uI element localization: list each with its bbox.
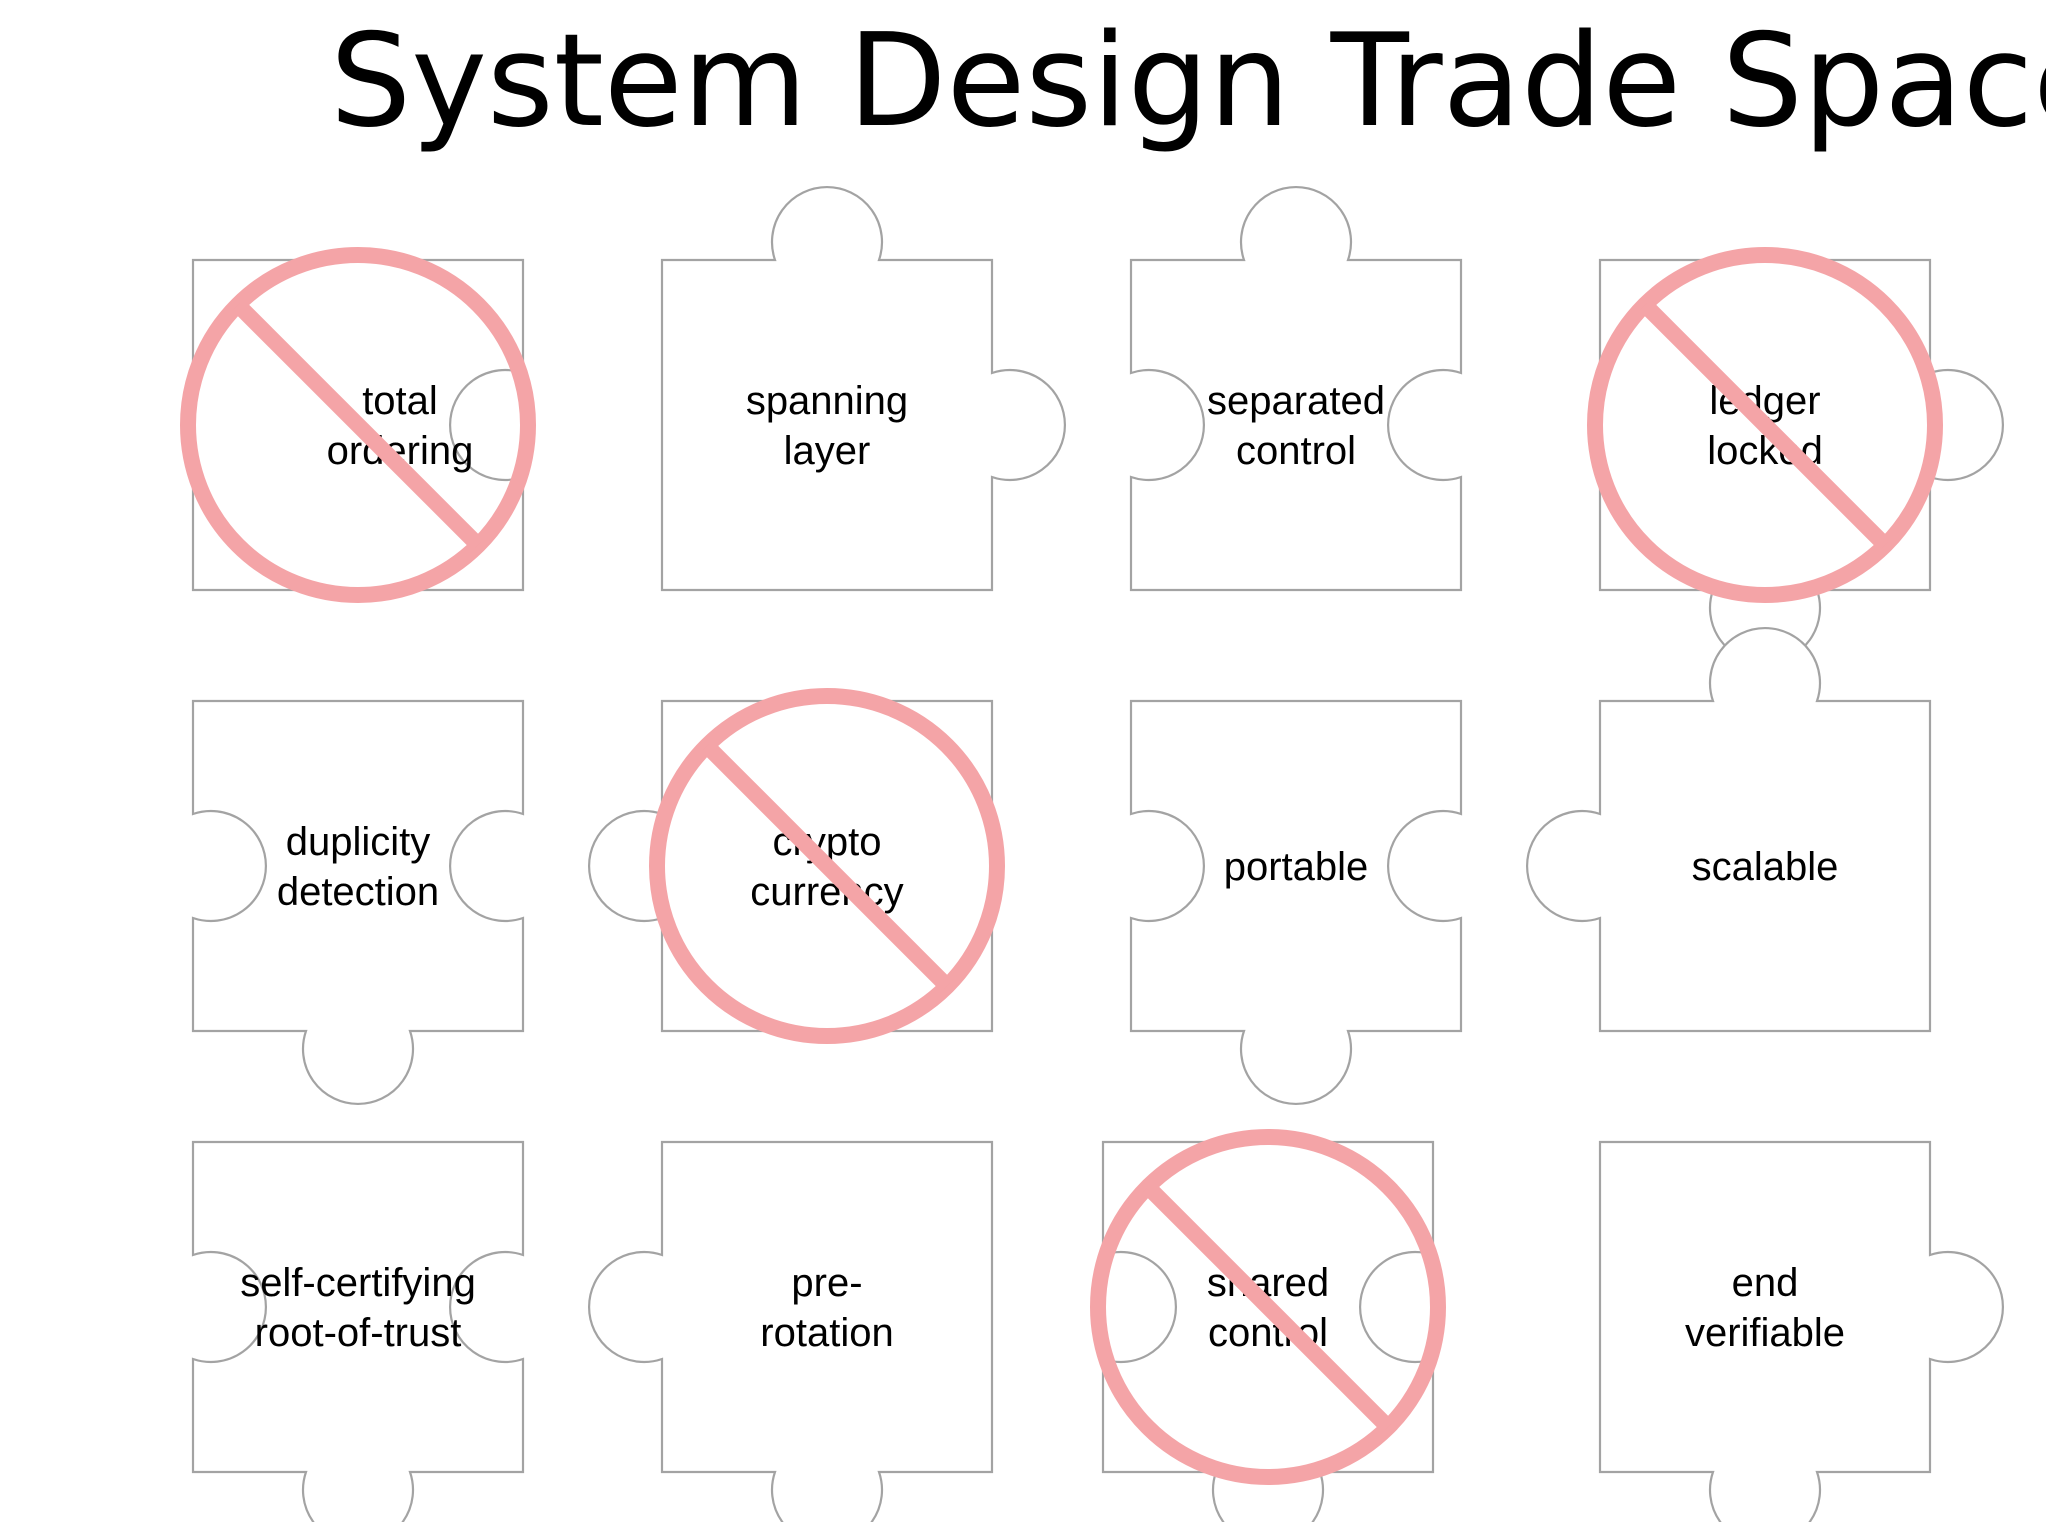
prohibited-marks	[180, 247, 1943, 1485]
prohibited-ring	[1587, 247, 1943, 603]
piece-label-line: rotation	[760, 1311, 893, 1355]
piece-label-self-certifying-root-of-trust: self-certifying root-of-trust	[240, 1261, 476, 1355]
piece-label-line: root-of-trust	[255, 1311, 462, 1355]
piece-label-line: control	[1236, 429, 1356, 473]
puzzle-piece-shared-control	[1101, 1140, 1435, 1522]
prohibited-icon	[649, 688, 1005, 1044]
prohibited-ring	[649, 688, 1005, 1044]
piece-label-pre-rotation: pre-rotation	[760, 1261, 893, 1355]
prohibited-slash	[701, 740, 953, 992]
prohibited-slash	[1142, 1181, 1394, 1433]
piece-label-line: layer	[784, 429, 871, 473]
piece-label-line: verifiable	[1685, 1311, 1845, 1355]
piece-label-end-verifiable: end verifiable	[1685, 1261, 1845, 1355]
piece-label-line: self-certifying	[240, 1261, 476, 1305]
prohibited-slash	[232, 299, 484, 551]
prohibited-icon	[1587, 247, 1943, 603]
puzzle-piece-portable	[1129, 699, 1463, 1106]
slide-title: System Design Trade Space	[330, 7, 2046, 156]
puzzle-piece-crypto-currency	[587, 699, 994, 1033]
piece-label-separated-control: separated control	[1207, 379, 1385, 473]
prohibited-ring	[180, 247, 536, 603]
piece-label-line: scalable	[1692, 845, 1839, 889]
prohibited-icon	[1090, 1129, 1446, 1485]
puzzle-piece-pre-rotation	[587, 1140, 994, 1522]
puzzle-piece-separated-control	[1129, 185, 1463, 592]
piece-label-line: detection	[277, 870, 439, 914]
piece-label-line: pre-	[791, 1261, 862, 1305]
puzzle-piece-self-certifying-root-of-trust	[191, 1140, 525, 1522]
piece-label-spanning-layer: spanning layer	[746, 379, 908, 473]
piece-label-scalable: scalable	[1692, 845, 1839, 889]
piece-label-line: spanning	[746, 379, 908, 423]
piece-label-portable: portable	[1224, 845, 1369, 889]
piece-label-line: portable	[1224, 845, 1369, 889]
piece-label-duplicity-detection: duplicity detection	[277, 820, 439, 914]
puzzle-piece-duplicity-detection	[191, 699, 525, 1106]
prohibited-ring	[1090, 1129, 1446, 1485]
piece-label-line: duplicity	[286, 820, 431, 864]
piece-label-line: separated	[1207, 379, 1385, 423]
puzzle-piece-scalable	[1525, 626, 1932, 1033]
puzzle-piece-spanning-layer	[660, 185, 1067, 592]
piece-label-line: total	[362, 379, 438, 423]
prohibited-icon	[180, 247, 536, 603]
piece-label-line: end	[1732, 1261, 1799, 1305]
prohibited-slash	[1639, 299, 1891, 551]
puzzle-piece-end-verifiable	[1598, 1140, 2005, 1522]
